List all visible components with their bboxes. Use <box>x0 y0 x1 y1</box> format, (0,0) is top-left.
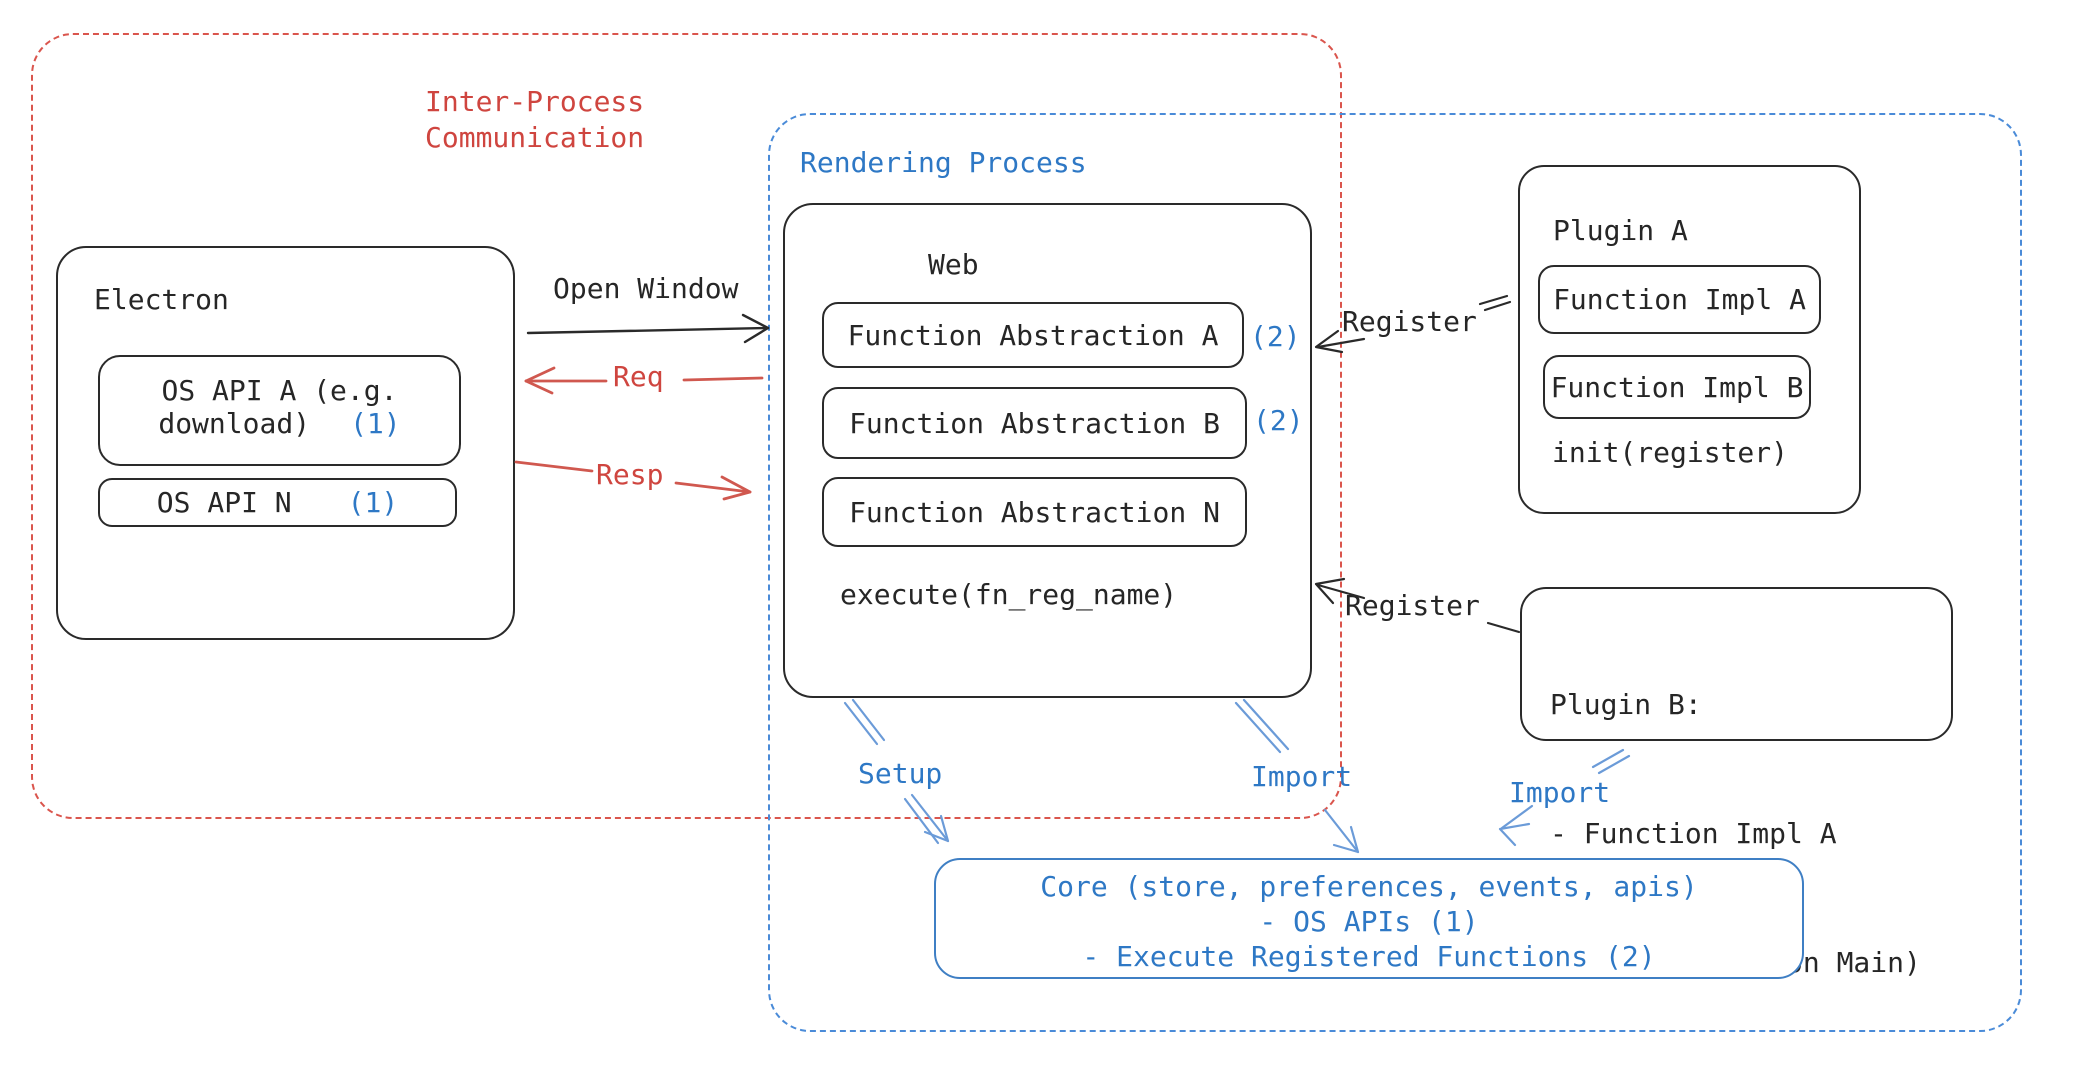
web-title: Web <box>928 248 979 281</box>
rendering-group-label: Rendering Process <box>800 146 1087 179</box>
function-impl-b-box: Function Impl B <box>1543 355 1811 419</box>
function-abstraction-b-box: Function Abstraction B <box>822 387 1247 459</box>
core-content: Core (store, preferences, events, apis) … <box>936 869 1802 974</box>
init-register-label: init(register) <box>1552 436 1789 469</box>
function-abstraction-a-label: Function Abstraction A <box>847 318 1219 352</box>
core-line-os-apis: - OS APIs (1) <box>1259 905 1479 938</box>
function-impl-a-box: Function Impl A <box>1538 265 1821 334</box>
import-right-label: Import <box>1509 776 1611 809</box>
plugin-b-content: Plugin B: - Function Impl A - Module (ru… <box>1550 597 1921 1066</box>
plugin-b-title: Plugin B: <box>1550 688 1702 721</box>
plugin-a-box <box>1518 165 1861 514</box>
os-api-a-box: OS API A (e.g. download) (1) <box>98 355 461 466</box>
core-box: Core (store, preferences, events, apis) … <box>934 858 1804 979</box>
function-abstraction-a-box: Function Abstraction A <box>822 302 1244 368</box>
ipc-group-frame <box>31 33 1342 819</box>
function-abstraction-n-box: Function Abstraction N <box>822 477 1247 547</box>
req-label: Req <box>613 360 664 393</box>
os-api-a-badge: (1) <box>350 407 401 440</box>
os-api-a-line2: download) <box>158 407 311 440</box>
function-abstraction-n-label: Function Abstraction N <box>849 495 1220 529</box>
electron-title: Electron <box>94 283 229 316</box>
execute-label: execute(fn_reg_name) <box>840 578 1178 611</box>
function-abstraction-b-badge: (2) <box>1253 404 1304 437</box>
ipc-group-label: Inter-Process Communication <box>425 85 645 154</box>
plugin-a-title: Plugin A <box>1553 214 1688 247</box>
plugin-b-item-impl-a: - Function Impl A <box>1550 817 1837 850</box>
function-impl-a-label: Function Impl A <box>1553 283 1806 316</box>
os-api-n-label: OS API N <box>156 486 292 519</box>
os-api-a-text: OS API A (e.g. download) (1) <box>100 374 459 440</box>
plugin-b-box <box>1520 587 1953 741</box>
os-api-n-badge: (1) <box>347 486 399 519</box>
import-mid-label: Import <box>1251 760 1353 793</box>
os-api-a-line1: OS API A (e.g. <box>161 374 398 407</box>
setup-label: Setup <box>858 757 943 790</box>
function-abstraction-a-badge: (2) <box>1250 320 1301 353</box>
core-line-execute: - Execute Registered Functions (2) <box>1082 940 1656 973</box>
core-line-title: Core (store, preferences, events, apis) <box>1040 870 1698 903</box>
rendering-group-frame <box>768 113 2022 1032</box>
register-bottom-label: Register <box>1345 589 1480 622</box>
function-impl-b-label: Function Impl B <box>1550 370 1804 404</box>
function-abstraction-b-label: Function Abstraction B <box>849 406 1220 440</box>
register-top-label: Register <box>1342 305 1477 338</box>
os-api-n-box: OS API N (1) <box>98 478 457 527</box>
resp-label: Resp <box>596 458 664 491</box>
open-window-label: Open Window <box>553 272 739 305</box>
